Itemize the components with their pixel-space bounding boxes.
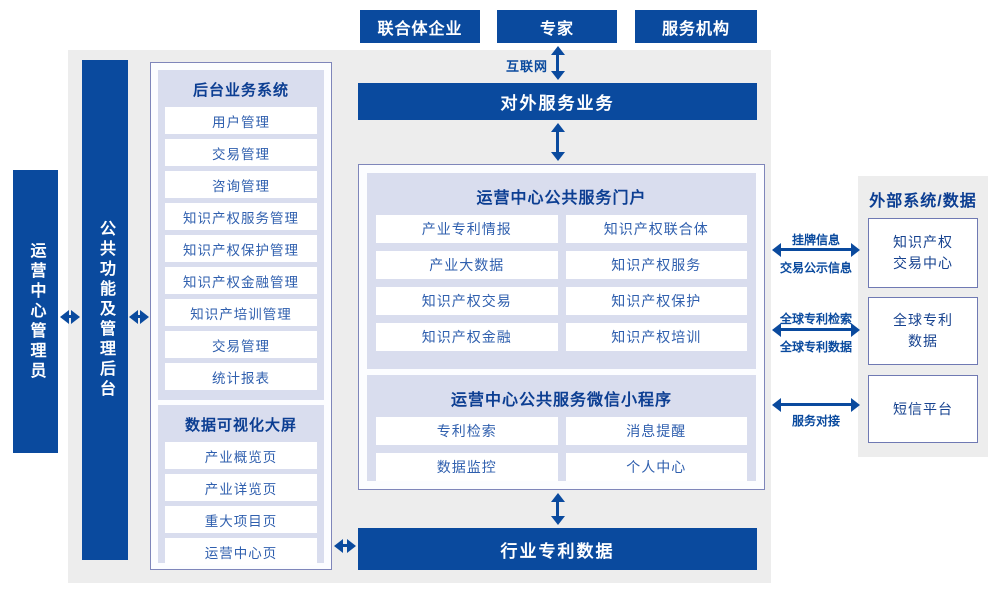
- screen-to-industry-arrow: [334, 538, 356, 553]
- portal-panel: 运营中心公共服务门户 产业专利情报 知识产权联合体 产业大数据 知识产权服务 知…: [367, 173, 756, 369]
- grid-item: 产业专利情报: [376, 215, 558, 243]
- list-item: 交易管理: [165, 139, 317, 166]
- grid-item: 知识产权金融: [376, 323, 558, 351]
- list-item: 交易管理: [165, 331, 317, 358]
- miniprogram-title: 运营中心公共服务微信小程序: [450, 392, 672, 409]
- miniprogram-panel: 运营中心公共服务微信小程序 专利检索 消息提醒 数据监控 个人中心: [367, 375, 756, 481]
- operator-admin-bar: 运营中心管理员: [13, 170, 58, 453]
- grid-item: 消息提醒: [565, 417, 747, 445]
- list-item: 知识产权服务管理: [165, 203, 317, 230]
- actor-label: 联合体企业: [377, 20, 463, 38]
- miniprogram-grid: 专利检索 消息提醒 数据监控 个人中心: [376, 417, 747, 481]
- grid-item: 知识产权服务: [565, 251, 747, 279]
- list-item: 用户管理: [165, 107, 317, 134]
- grid-item: 产业大数据: [376, 251, 558, 279]
- data-screen-panel: 数据可视化大屏 产业概览页 产业详览页 重大项目页 运营中心页: [158, 405, 324, 565]
- grid-item: 知识产权培训: [565, 323, 747, 351]
- list-item: 产业详览页: [165, 474, 317, 501]
- backend-system-title: 后台业务系统: [192, 82, 289, 99]
- grid-item: 数据监控: [376, 453, 558, 481]
- link-label-listing-info: 挂牌信息: [791, 233, 840, 247]
- external-service-label: 对外服务业务: [500, 94, 615, 113]
- list-item: 运营中心页: [165, 538, 317, 565]
- center-frame: 运营中心公共服务门户 产业专利情报 知识产权联合体 产业大数据 知识产权服务 知…: [358, 164, 765, 490]
- actor-consortium-enterprise: 联合体企业: [360, 10, 480, 43]
- box-line: 交易中心: [893, 255, 953, 271]
- external-box-global-patent-data: 全球专利 数据: [868, 297, 978, 365]
- service-to-portal-arrow: [550, 123, 565, 161]
- backend-frame: 后台业务系统 用户管理 交易管理 咨询管理 知识产权服务管理 知识产权保护管理 …: [150, 62, 332, 570]
- link-label-global-patent-data: 全球专利数据: [779, 340, 852, 354]
- portal-grid: 产业专利情报 知识产权联合体 产业大数据 知识产权服务 知识产权交易 知识产权保…: [376, 215, 747, 351]
- list-item: 知识产权保护管理: [165, 235, 317, 262]
- industry-data-bar: 行业专利数据: [358, 528, 757, 570]
- grid-item: 专利检索: [376, 417, 558, 445]
- internet-double-arrow: [550, 46, 565, 80]
- actor-service-agency: 服务机构: [635, 10, 757, 43]
- data-screen-title: 数据可视化大屏: [184, 417, 297, 434]
- public-function-label: 公共功能及管理后台: [97, 220, 114, 400]
- portal-to-sms-arrow: [772, 397, 860, 412]
- internet-label: 互联网: [505, 59, 548, 74]
- backend-system-panel: 后台业务系统 用户管理 交易管理 咨询管理 知识产权服务管理 知识产权保护管理 …: [158, 70, 324, 400]
- portal-to-trading-center-arrow: [772, 242, 860, 257]
- list-item: 知识产权金融管理: [165, 267, 317, 294]
- public-function-bar: 公共功能及管理后台: [82, 60, 128, 560]
- list-item: 知识产培训管理: [165, 299, 317, 326]
- external-panel-title: 外部系统/数据: [869, 193, 977, 210]
- link-label-service-connect: 服务对接: [791, 414, 840, 428]
- box-line: 知识产权: [893, 234, 953, 250]
- actor-expert: 专家: [497, 10, 617, 43]
- box-line: 数据: [908, 333, 938, 349]
- list-item: 咨询管理: [165, 171, 317, 198]
- industry-data-label: 行业专利数据: [500, 541, 615, 561]
- external-service-bar: 对外服务业务: [358, 83, 757, 120]
- portal-to-global-patent-arrow: [772, 322, 860, 337]
- actor-label: 专家: [539, 20, 574, 38]
- backend-system-list: 用户管理 交易管理 咨询管理 知识产权服务管理 知识产权保护管理 知识产权金融管…: [165, 107, 317, 390]
- portal-title: 运营中心公共服务门户: [476, 190, 647, 207]
- data-screen-list: 产业概览页 产业详览页 重大项目页 运营中心页: [165, 442, 317, 565]
- link-label-trade-publicity: 交易公示信息: [779, 261, 852, 275]
- list-item: 产业概览页: [165, 442, 317, 469]
- external-box-sms-platform: 短信平台: [868, 375, 978, 443]
- grid-item: 个人中心: [565, 453, 747, 481]
- admin-to-public-arrow: [60, 309, 80, 324]
- public-to-backend-arrow: [129, 309, 149, 324]
- grid-item: 知识产权交易: [376, 287, 558, 315]
- box-line: 短信平台: [893, 400, 953, 417]
- external-box-ip-trading-center: 知识产权 交易中心: [868, 218, 978, 288]
- list-item: 统计报表: [165, 363, 317, 390]
- list-item: 重大项目页: [165, 506, 317, 533]
- actor-label: 服务机构: [661, 20, 730, 38]
- grid-item: 知识产权保护: [565, 287, 747, 315]
- box-line: 全球专利: [893, 312, 953, 328]
- grid-item: 知识产权联合体: [565, 215, 747, 243]
- operator-admin-label: 运营中心管理员: [27, 241, 45, 382]
- link-label-global-patent-search: 全球专利检索: [779, 312, 852, 326]
- portal-to-industry-arrow: [550, 493, 565, 525]
